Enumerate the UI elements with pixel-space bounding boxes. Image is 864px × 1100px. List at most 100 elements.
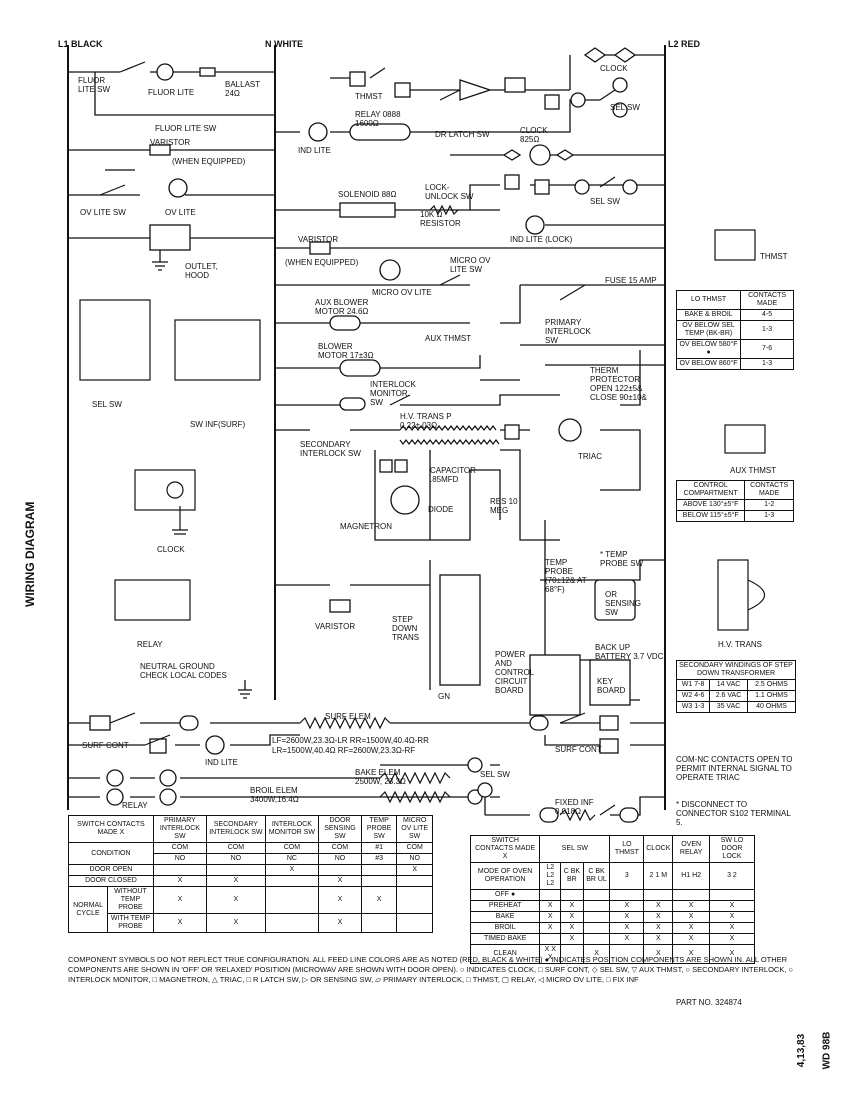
table-cell: [360, 875, 398, 887]
switch-contacts-table: SWITCH CONTACTS MADE X PRIMARY INTERLOCK…: [67, 815, 433, 933]
table-cell: X: [672, 944, 710, 964]
aux-thmst-label: AUX THMST: [425, 334, 472, 343]
table-cell: NO: [206, 853, 266, 865]
table-cell: [396, 875, 433, 887]
lr-rr-label: LR=1500W,40.4Ω RF=2600W,23.3Ω-RF: [272, 746, 416, 755]
power-cc-board-label: POWER AND CONTROL CIRCUIT BOARD: [495, 650, 534, 695]
table-cell: X: [560, 911, 584, 923]
table-cell: [609, 889, 645, 901]
secondary-interlock-label: SECONDARY INTERLOCK SW: [300, 440, 361, 458]
table-cell: 4-5: [740, 309, 794, 321]
table-cell: 1.1 OHMS: [746, 690, 797, 702]
column-header: SEL SW: [539, 835, 611, 863]
thmst-inset-label: THMST: [760, 252, 788, 261]
table-cell: X: [643, 922, 674, 934]
outlet-label: OUTLET, HOOD: [185, 262, 218, 280]
table-cell: [582, 933, 611, 945]
table-cell: W1 7-8: [675, 679, 711, 691]
table-cell: X: [206, 886, 266, 914]
varistor-mid-label: VARISTOR: [298, 235, 339, 244]
solenoid-label: SOLENOID 88Ω: [338, 190, 397, 199]
lock-unlock-label: LOCK-UNLOCK SW: [425, 183, 474, 201]
fluor-lite-sw2-label: FLUOR LITE SW: [155, 124, 217, 133]
column-header: INTERLOCK MONITOR SW: [264, 815, 320, 843]
contacts-header: CONTACTS MADE: [740, 290, 794, 310]
table-cell: [264, 886, 320, 914]
table-cell: [582, 889, 611, 901]
table-cell: W2 4-6: [675, 690, 711, 702]
table-cell: [152, 864, 208, 876]
table-cell: X: [582, 944, 611, 964]
table-cell: [643, 889, 674, 901]
dr-latch-sw-label: DR LATCH SW: [435, 130, 490, 139]
table-cell: CONDITION: [68, 842, 154, 865]
l2-rail-label: L2 RED: [668, 39, 701, 49]
surf-elem-label: SURF ELEM: [325, 712, 371, 721]
ind-lite-lock-label: IND LITE (LOCK): [510, 235, 573, 244]
relay-low-label: RELAY: [122, 801, 148, 810]
aux-blower-label: AUX BLOWER MOTOR 24.6Ω: [315, 298, 369, 316]
table-cell: 1-3: [744, 510, 794, 522]
surf-cont-l-label: SURF CONT: [82, 741, 129, 750]
table-cell: PREHEAT: [469, 900, 541, 912]
table-cell: X X X: [539, 944, 562, 964]
table-cell: [396, 913, 433, 933]
back-up-battery-label: BACK UP BATTERY 3.7 VDC: [595, 643, 664, 661]
table-cell: X: [360, 886, 398, 914]
table-cell: [560, 944, 584, 964]
table-cell: NO: [318, 853, 362, 865]
table-cell: X: [643, 944, 674, 964]
neutral-ground-label: NEUTRAL GROUND CHECK LOCAL CODES: [140, 662, 227, 680]
table-cell: X: [672, 922, 710, 934]
diode-label: DIODE: [428, 505, 454, 514]
table-cell: X: [672, 933, 710, 945]
part-number: PART NO. 324874: [676, 998, 742, 1007]
hv-trans-inset-label: H.V. TRANS: [718, 640, 763, 649]
table-cell: WITH TEMP PROBE: [107, 913, 154, 933]
column-header: DOOR SENSING SW: [318, 815, 362, 843]
table-cell: WITHOUT TEMP PROBE: [107, 886, 154, 914]
clock-top-label: CLOCK: [600, 64, 628, 73]
table-cell: BROIL: [469, 922, 541, 934]
table-cell: 35 VAC: [709, 701, 748, 713]
therm-protector-label: THERM PROTECTOR OPEN 122±5& CLOSE 90±10&: [590, 366, 647, 402]
column-header: LO THMST: [609, 835, 645, 863]
relay-inset-label: RELAY: [137, 640, 163, 649]
table-row: OV BELOW 580°F ●7-6: [675, 339, 794, 359]
table-cell: COM: [206, 842, 266, 854]
key-board-label: KEY BOARD: [597, 677, 626, 695]
thmst-label: THMST: [355, 92, 383, 101]
hv-trans-label: H.V. TRANS P 0.22±.03Ω: [400, 412, 452, 430]
table-cell: NORMAL CYCLE: [67, 886, 109, 933]
table-cell: TIMED BAKE: [469, 933, 541, 945]
table-cell: X: [152, 875, 208, 887]
secondary-windings-table: SECONDARY WINDINGS OF STEP DOWN TRANSFOR…: [675, 660, 797, 713]
table-cell: X: [560, 900, 584, 912]
fuse-label: FUSE 15 AMP: [605, 276, 657, 285]
sel-sw-low-label: SEL SW: [480, 770, 510, 779]
broil-elem-label: BROIL ELEM 3400W,16.4Ω: [250, 786, 299, 804]
l1-rail-label: L1 BLACK: [58, 39, 103, 49]
mode-of-operation-table: SWITCH CONTACTS MADE X SEL SW LO THMST C…: [469, 835, 756, 964]
table-cell: X: [708, 933, 756, 945]
primary-interlock-label: PRIMARY INTERLOCK SW: [545, 318, 591, 345]
ballast-label: BALLAST 24Ω: [225, 80, 260, 98]
ov-lite-label: OV LITE: [165, 208, 196, 217]
gn-label: GN: [438, 692, 450, 701]
table-cell: X: [708, 944, 756, 964]
switch-table-header: SWITCH CONTACTS MADE X: [68, 815, 154, 843]
ov-lite-sw-label: OV LITE SW: [80, 208, 126, 217]
aux-thmst-inset-label: AUX THMST: [730, 466, 777, 475]
contacts-header: CONTACTS MADE: [744, 480, 794, 500]
table-cell: H1 H2: [672, 862, 710, 890]
